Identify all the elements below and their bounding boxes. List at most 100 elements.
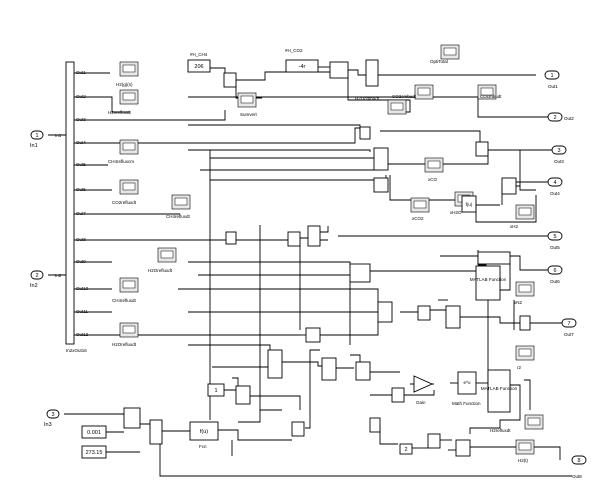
outport-out1-number: 1 [550,73,553,79]
outport-out1[interactable]: 1 Out1 [544,70,560,89]
product-7[interactable] [501,177,517,195]
constant-one[interactable]: 1 [207,383,225,397]
demux-port-1: Out1 [76,70,86,75]
demux-in2-port: In2 [55,273,62,278]
scope-ch4refluxdt-1[interactable]: CH4refluxdt [166,194,191,219]
scope-ch4refluxcm[interactable]: CH4refluxcm [108,139,139,164]
scope-xco2-label: xCO2 [412,216,424,221]
sum-2[interactable] [267,349,283,379]
small-block-1[interactable] [225,231,237,245]
scope-co2cmbudt[interactable]: CO2cmbudt [392,84,434,100]
product-8[interactable] [307,225,321,247]
product-9[interactable] [349,263,371,283]
scope-h2ocmbudt[interactable]: H2Ocmbudt [355,96,407,115]
product-15[interactable] [321,357,337,381]
inport-in2[interactable]: 2 In2 [30,270,44,289]
demux-port-10: Out10 [76,286,89,291]
outport-out2-label: Out2 [564,116,574,121]
scope-h2refluxdt[interactable]: H2refluxdt [490,414,544,433]
scope-xn2[interactable]: xN2 [514,281,535,305]
outport-out6-label: Out6 [550,279,560,284]
constant-two[interactable]: 2 [399,443,413,455]
scope-h2gs[interactable]: H2(g)(s) [116,61,139,87]
demux-port-12: Out12 [76,332,89,337]
outport-out2-number: 2 [553,115,556,121]
outport-out5-label: Out5 [550,245,560,250]
math-function-block[interactable]: e^u Math Function [452,371,481,406]
demux-block[interactable]: In1 In2 Out1 Out2 Out3 Out4 Out5 Out6 Ou… [55,61,89,353]
product-17[interactable] [391,387,405,403]
scope-co2refluxdt[interactable]: CO2refluxdt [112,179,139,205]
scope-h2revfluxdt[interactable]: H2revfluxdt [108,89,139,115]
mux-bar[interactable] [477,251,511,265]
scope-h2orefluxdt-1[interactable]: H2Orefluxdt [148,247,177,273]
gain-block[interactable]: Gain [413,375,434,405]
matlab-function-1[interactable]: MATLAB Function [470,265,507,301]
outport-out6[interactable]: 6 Out6 [547,265,563,284]
product-18[interactable] [291,421,305,437]
product-12[interactable] [445,305,461,329]
scope-h2orefluxdt-2[interactable]: H2Orefluxdt [112,322,139,347]
outport-out2[interactable]: 2 Out2 [547,112,574,122]
constant-co2[interactable]: #H_CO2 -4r [285,48,319,73]
inport-in1[interactable]: 1 In1 [30,130,44,149]
constant-one-value: 1 [214,388,217,394]
product-21[interactable] [427,433,441,449]
product-11[interactable] [417,305,431,321]
inport-in3-number: 3 [51,412,54,418]
scope-r2[interactable]: r2 [515,345,535,370]
scope-h2ocmbudt-label: H2Ocmbudt [355,96,380,101]
outport-out3-number: 3 [557,148,560,154]
scope-xh2[interactable]: xH2 [510,204,535,229]
scope-h2t-label: H2(t) [518,458,529,463]
product-5[interactable] [373,147,389,171]
scope-ch4refluxdt-2[interactable]: CH4refluxdt [112,277,139,303]
sum-3[interactable] [235,385,251,405]
constant-two-value: 2 [404,447,407,453]
product-1[interactable] [223,72,237,88]
scope-cocmbudt[interactable]: COcmbudt [477,84,502,100]
product-14[interactable] [305,327,321,343]
fcn-block-upper[interactable]: f(u) [461,195,477,213]
inport-in3-label: In3 [44,422,52,428]
sum-1[interactable] [287,231,301,247]
constant-co2-name: #H_CO2 [285,48,303,53]
fcn-block[interactable]: f(u) Fcn [189,421,219,449]
matlab-function-2[interactable]: MATLAB Function [481,369,518,413]
constant-0001[interactable]: 0.001 [81,425,107,439]
scope-sumvert[interactable]: Sumvert [237,92,258,117]
product-6[interactable] [475,141,489,157]
demux-port-6: Out6 [76,187,86,192]
inport-in3[interactable]: 3 In3 [44,409,60,428]
scope-xh2o-label: xH2O [450,210,462,215]
constant-27315[interactable]: 273.15 [81,445,107,459]
product-23[interactable] [373,177,389,193]
product-10[interactable] [377,301,393,323]
scope-xco2[interactable]: xCO2 [410,197,430,221]
scope-h2t[interactable]: H2(t) [515,439,535,463]
fcn-block-upper-expression: f(u) [466,202,473,207]
product-2[interactable] [329,61,349,79]
product-13[interactable] [519,315,531,331]
outport-out4[interactable]: 4 Out4 [547,177,563,196]
outport-out3[interactable]: 3 Out3 [551,145,567,164]
outport-out8[interactable]: 8 Out8 [571,455,587,479]
product-19[interactable] [123,407,141,429]
product-16[interactable] [355,361,371,381]
scope-h2orefluxdt-2-label: H2Orefluxdt [112,342,137,347]
inport-in2-number: 2 [35,273,38,279]
product-20[interactable] [369,417,381,433]
product-3[interactable] [365,59,379,87]
product-22[interactable] [455,439,471,457]
outport-out5[interactable]: 5 Out5 [547,231,563,250]
scope-xco[interactable]: xCO [424,157,444,182]
outport-out7[interactable]: 7 Out7 [561,318,577,337]
math-function-label: Math Function [452,401,481,406]
constant-ch4[interactable]: #H_CH4 206 [187,52,211,73]
scope-optitotal[interactable]: OptiTotal [430,44,460,64]
scope-sumvert-label: Sumvert [240,112,258,117]
demux-port-4: Out4 [76,140,86,145]
sum-4[interactable] [149,419,163,445]
constant-ch4-name: #H_CH4 [190,52,208,57]
product-4[interactable] [359,126,371,140]
